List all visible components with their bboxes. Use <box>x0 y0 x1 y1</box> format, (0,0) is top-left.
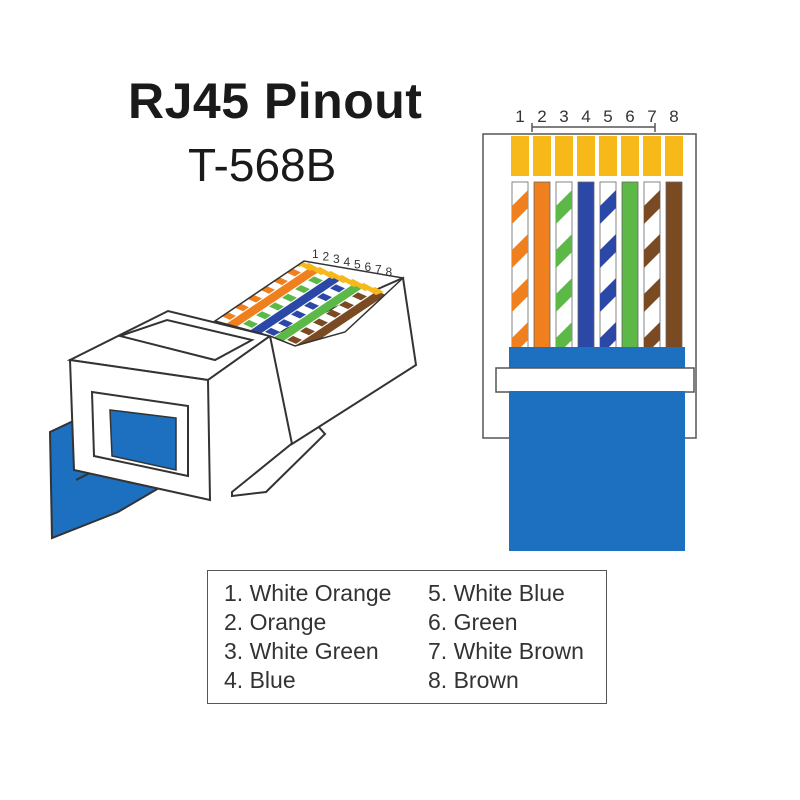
wire-stripe <box>300 327 315 336</box>
pin-number-label-3d: 7 <box>375 263 382 277</box>
pin-number-label: 3 <box>559 107 568 126</box>
wire-stripe <box>556 278 572 312</box>
wire-stripe <box>330 284 345 293</box>
wire-6 <box>621 181 639 349</box>
gold-contacts <box>511 136 683 176</box>
pin-number-label-3d: 5 <box>354 257 361 271</box>
gold-contact-3d <box>367 287 384 295</box>
pin-number-label-3d: 2 <box>323 250 330 264</box>
wire-4 <box>577 181 595 349</box>
pin-number-label-3d: 4 <box>344 255 351 269</box>
gold-contact-3 <box>555 136 573 176</box>
wire-stripe <box>313 318 328 327</box>
wire-stripe <box>256 311 271 320</box>
legend-column-right: 5. White Blue 6. Green 7. White Brown 8.… <box>428 579 584 695</box>
wire-stripe <box>304 301 319 310</box>
wire-stripe <box>317 293 332 302</box>
gold-contact-3d <box>301 263 318 271</box>
wire-stripe <box>644 234 660 268</box>
wire-stripe <box>339 301 354 310</box>
pin-number-label: 7 <box>647 107 656 126</box>
color-legend: 1. White Orange 2. Orange 3. White Green… <box>207 570 607 704</box>
pin-number-label-3d: 3 <box>333 252 340 266</box>
legend-item: 4. Blue <box>224 667 296 693</box>
pin-number-label-3d: 6 <box>365 260 372 274</box>
wire-stripe <box>512 190 528 224</box>
gold-contact-3d <box>334 275 351 283</box>
legend-item: 3. White Green <box>224 638 379 664</box>
crimp-bar <box>495 367 695 393</box>
wire-stripe <box>295 285 310 294</box>
gold-contact-2 <box>533 136 551 176</box>
wire-8 <box>665 181 683 349</box>
wire-stripe <box>556 234 572 268</box>
wire-stripe <box>600 278 616 312</box>
wire-stripe <box>265 327 280 336</box>
wire-stripe <box>291 310 306 319</box>
cable-jacket-upper <box>509 347 685 369</box>
wire-stripe <box>269 302 284 311</box>
legend-item: 8. Brown <box>428 667 519 693</box>
wire-stripe <box>512 234 528 268</box>
page-subtitle: T-568B <box>188 139 337 191</box>
pin-number-label: 1 <box>515 107 524 126</box>
legend-item: 7. White Brown <box>428 638 584 664</box>
legend-item: 5. White Blue <box>428 580 565 606</box>
gold-contact-3d <box>345 279 362 287</box>
gold-contact-6 <box>621 136 639 176</box>
pin-number-label: 5 <box>603 107 612 126</box>
latch-tab <box>231 422 327 498</box>
page-title: RJ45 Pinout <box>128 73 423 129</box>
wire-stripe <box>600 234 616 268</box>
wire-2 <box>533 181 551 349</box>
wire-stripe <box>308 276 323 285</box>
gold-contact-5 <box>599 136 617 176</box>
wire-stripe <box>512 278 528 312</box>
gold-contact-3d <box>323 271 340 279</box>
gold-contact-4 <box>577 136 595 176</box>
legend-column-left: 1. White Orange 2. Orange 3. White Green… <box>224 579 391 695</box>
gold-contact-1 <box>511 136 529 176</box>
wire-3d-2 <box>215 267 320 338</box>
pin-number-label-3d: 8 <box>386 265 393 279</box>
pin-number-label-3d: 1 <box>312 247 319 261</box>
wire-stripe <box>644 190 660 224</box>
wire-stripe <box>600 190 616 224</box>
cable-jacket <box>509 391 685 551</box>
wire-stripe <box>243 319 258 328</box>
wire-stripe <box>556 190 572 224</box>
gold-contact-3d <box>356 283 373 291</box>
wire-stripe <box>352 292 367 301</box>
wire-stripe <box>278 319 293 328</box>
pin-number-label: 2 <box>537 107 546 126</box>
gold-contact-8 <box>665 136 683 176</box>
wire-stripe <box>326 309 341 318</box>
top-opening <box>116 318 255 362</box>
gold-contact-3d <box>312 267 329 275</box>
pin-number-label: 6 <box>625 107 634 126</box>
wire-stripe <box>644 278 660 312</box>
legend-item: 1. White Orange <box>224 580 392 606</box>
wire-3d-4 <box>233 275 342 346</box>
legend-item: 6. Green <box>428 609 518 635</box>
wire-stripe <box>287 335 302 344</box>
wire-3d-6 <box>255 283 364 346</box>
pin-number-label: 8 <box>669 107 678 126</box>
legend-item: 2. Orange <box>224 609 327 635</box>
gold-contact-7 <box>643 136 661 176</box>
wire-stripe <box>282 293 297 302</box>
pin-number-label: 4 <box>581 107 590 126</box>
wire-strands <box>511 181 683 356</box>
